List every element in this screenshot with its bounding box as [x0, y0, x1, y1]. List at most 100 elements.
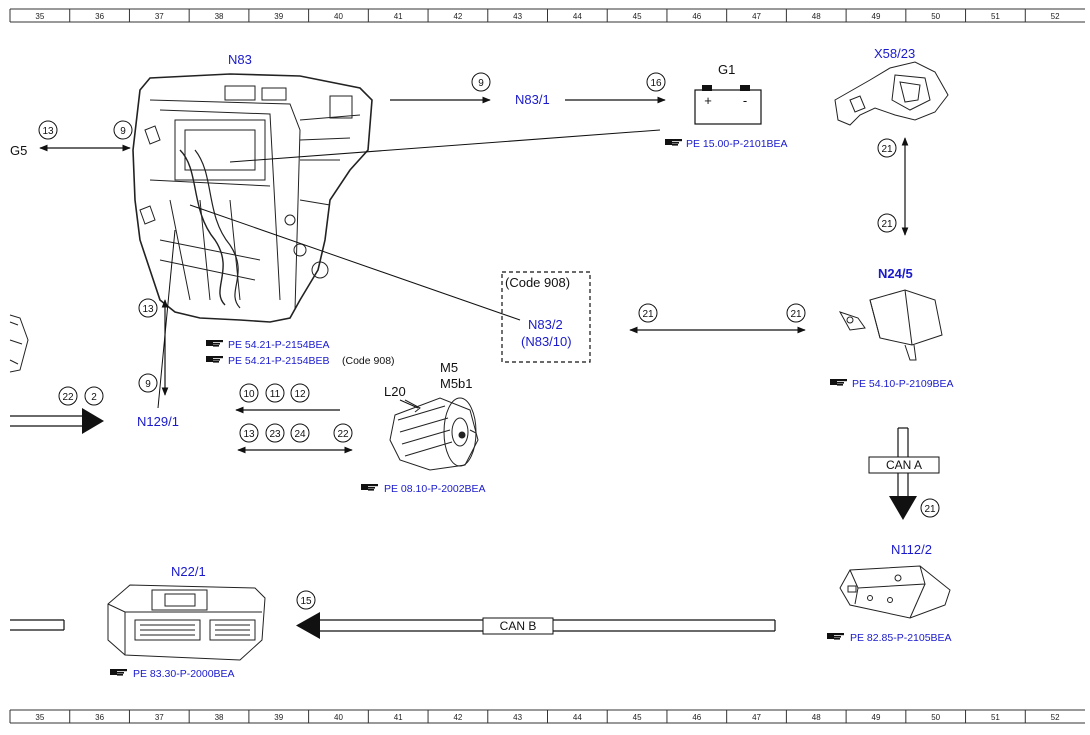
n22-1-label: N22/1: [171, 564, 206, 579]
svg-text:PE 83.30-P-2000BEA: PE 83.30-P-2000BEA: [133, 668, 235, 680]
ruler-number: 50: [931, 12, 940, 21]
ruler-number: 35: [35, 12, 44, 21]
n83-2-label: N83/2: [528, 317, 563, 332]
ruler-number: 46: [692, 12, 701, 21]
can-b-label: CAN B: [500, 619, 537, 633]
code-908-box: [501, 271, 591, 363]
ruler-number: 49: [872, 713, 881, 722]
svg-text:13: 13: [42, 126, 54, 137]
n112-2-label: N112/2: [891, 542, 932, 557]
svg-text:(Code 908): (Code 908): [342, 355, 395, 367]
svg-text:PE 82.85-P-2105BEA: PE 82.85-P-2105BEA: [850, 632, 952, 644]
bubble-9-n129: 9: [138, 373, 158, 393]
ruler-number: 42: [453, 12, 462, 21]
ruler-number: 45: [633, 12, 642, 21]
svg-text:+: +: [704, 93, 712, 108]
m5-label: M5: [440, 360, 458, 375]
ruler-number: 39: [274, 713, 283, 722]
n83-leader-line-n83-2: [189, 204, 521, 321]
n83-leader-line-g1: [229, 129, 661, 163]
can-a-bus-arrow: [889, 427, 917, 520]
svg-text:24: 24: [294, 429, 306, 440]
ruler-number: 36: [95, 12, 104, 21]
n22-1-module-illustration: [107, 584, 266, 661]
ref-pe-54-10[interactable]: PE 54.10-P-2109BEA: [830, 378, 954, 390]
bubble-15: 15: [296, 590, 316, 610]
svg-text:-: -: [743, 93, 747, 108]
bubble-21-can-a: 21: [920, 498, 940, 518]
svg-text:21: 21: [790, 309, 802, 320]
svg-text:PE 54.21-P-2154BEA: PE 54.21-P-2154BEA: [228, 339, 330, 351]
ruler-number: 35: [35, 713, 44, 722]
x58-23-label: X58/23: [874, 46, 915, 61]
bubble-16: 16: [646, 72, 666, 92]
svg-text:21: 21: [881, 144, 893, 155]
ref-pe-83-30[interactable]: PE 83.30-P-2000BEA: [110, 668, 235, 680]
ref-pe-54-21-bea[interactable]: PE 54.21-P-2154BEA: [206, 339, 330, 351]
bubble-11: 11: [265, 383, 285, 403]
g1-label: G1: [718, 62, 735, 77]
svg-text:15: 15: [300, 596, 312, 607]
n24-5-label: N24/5: [878, 266, 913, 281]
n83-10-label: (N83/10): [521, 334, 572, 349]
svg-text:9: 9: [145, 379, 151, 390]
bubble-2-left: 2: [84, 386, 104, 406]
bubble-23: 23: [265, 423, 285, 443]
m5b1-label: M5b1: [440, 376, 473, 391]
ruler-number: 45: [633, 713, 642, 722]
ruler-number: 36: [95, 713, 104, 722]
bubble-24: 24: [290, 423, 310, 443]
svg-text:11: 11: [270, 389, 281, 400]
ruler-number: 38: [215, 12, 224, 21]
n83-label: N83: [228, 52, 252, 67]
n129-1-label: N129/1: [137, 414, 179, 429]
ruler-number: 42: [453, 713, 462, 722]
n129-leader-line: [157, 229, 176, 409]
ref-pe-82-85[interactable]: PE 82.85-P-2105BEA: [827, 632, 952, 644]
ruler-number: 48: [812, 12, 821, 21]
g5-label: G5: [10, 143, 27, 158]
ruler-number: 41: [394, 713, 403, 722]
bubble-12: 12: [290, 383, 310, 403]
ruler-number: 49: [872, 12, 881, 21]
ruler-number: 41: [394, 12, 403, 21]
ruler-number: 51: [991, 12, 1000, 21]
ruler-number: 44: [573, 713, 582, 722]
bubble-13-row2: 13: [239, 423, 259, 443]
bubble-22-left: 22: [58, 386, 78, 406]
n83-transmission-control-illustration: [132, 73, 373, 323]
can-a-label: CAN A: [886, 458, 922, 472]
bubble-22-row2: 22: [333, 423, 353, 443]
bubble-21-mid-left: 21: [638, 303, 658, 323]
ref-pe-54-21-beb[interactable]: PE 54.21-P-2154BEB (Code 908): [206, 355, 395, 367]
ruler-number: 40: [334, 713, 343, 722]
ruler-number: 43: [513, 12, 522, 21]
svg-text:10: 10: [243, 389, 255, 400]
svg-text:13: 13: [243, 429, 255, 440]
bubble-21-x58-bottom: 21: [877, 213, 897, 233]
ruler-number: 37: [155, 713, 164, 722]
ruler-number: 37: [155, 12, 164, 21]
ref-pe-08-10[interactable]: PE 08.10-P-2002BEA: [361, 483, 486, 495]
ruler-number: 52: [1051, 12, 1060, 21]
big-arrow-left: [10, 408, 104, 434]
bubble-10: 10: [239, 383, 259, 403]
svg-text:16: 16: [650, 78, 662, 89]
svg-text:PE 15.00-P-2101BEA: PE 15.00-P-2101BEA: [686, 138, 788, 150]
bubble-21-mid-right: 21: [786, 303, 806, 323]
code-908-title: (Code 908): [505, 275, 570, 290]
l20-label: L20: [384, 384, 406, 399]
ref-pe-15[interactable]: PE 15.00-P-2101BEA: [665, 138, 788, 150]
ruler-number: 39: [274, 12, 283, 21]
ruler-number: 47: [752, 12, 761, 21]
n112-2-module-illustration: [839, 565, 951, 619]
ruler-number: 38: [215, 713, 224, 722]
svg-text:PE 54.21-P-2154BEB: PE 54.21-P-2154BEB: [228, 355, 330, 367]
left-partial-component: [9, 314, 29, 373]
svg-text:21: 21: [924, 504, 936, 515]
svg-text:23: 23: [269, 429, 281, 440]
svg-text:21: 21: [642, 309, 654, 320]
bubble-13-n129: 13: [138, 298, 158, 318]
